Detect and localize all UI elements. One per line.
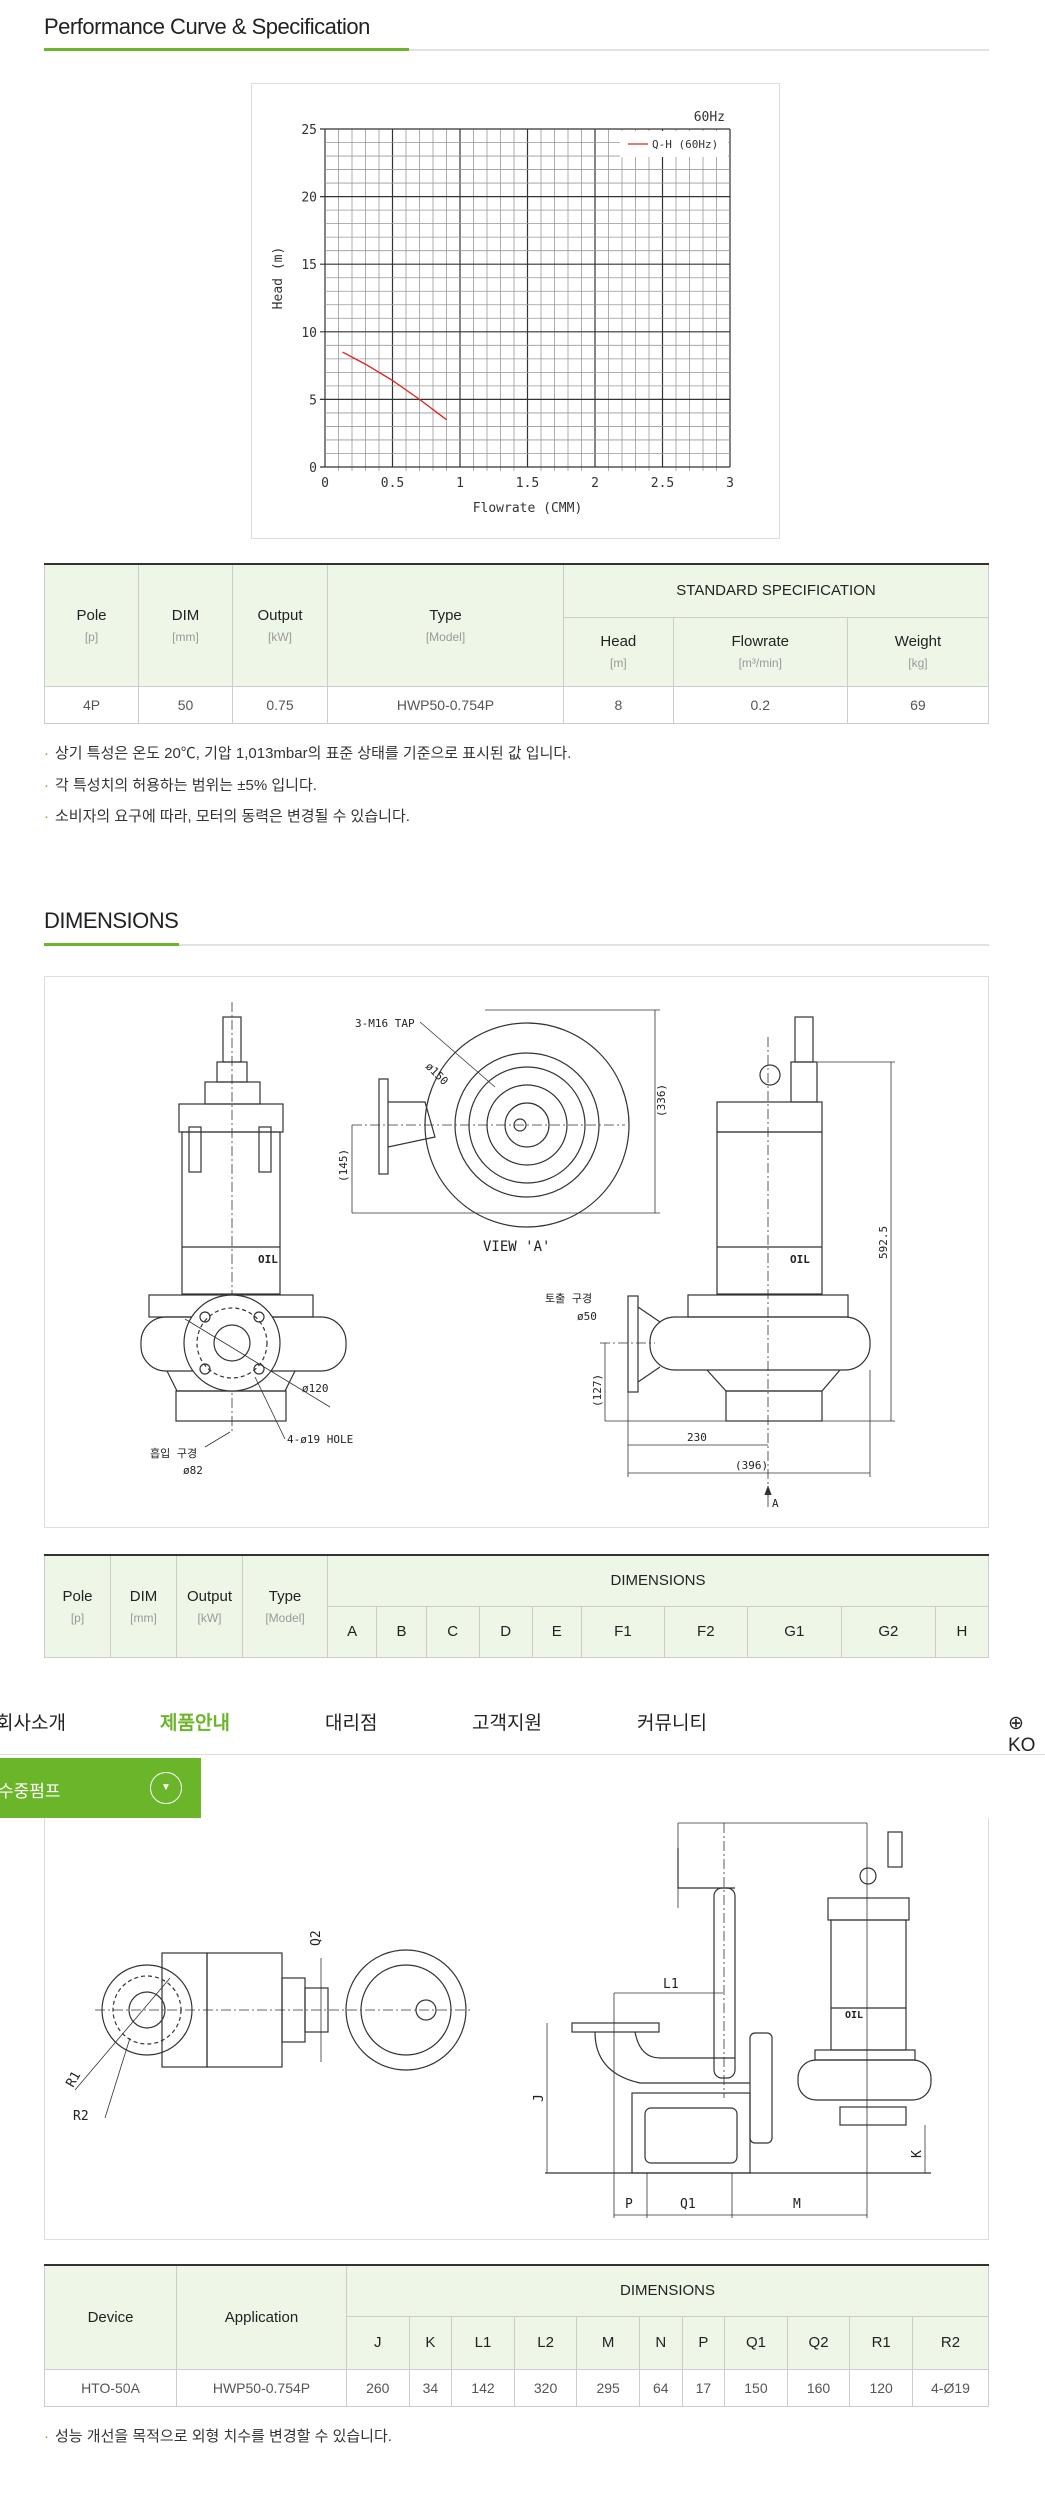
svg-text:ø82: ø82 (183, 1464, 203, 1477)
chevron-down-icon[interactable]: ▼ (150, 1772, 182, 1804)
svg-text:R1: R1 (63, 2069, 84, 2090)
svg-text:(127): (127) (591, 1374, 604, 1407)
col-output: Output[kW] (232, 564, 328, 687)
y-tick-label: 15 (301, 258, 317, 273)
x-tick-label: 0.5 (381, 476, 404, 491)
x-tick-label: 1.5 (516, 476, 539, 491)
col-weight: Weight[kg] (846, 617, 990, 687)
globe-icon: ⊕ (1008, 1713, 1024, 1734)
col-head: Head[m] (563, 617, 674, 687)
front-view (140, 1002, 347, 1448)
col-type: Type[Model] (327, 564, 564, 687)
svg-text:P: P (625, 2197, 633, 2212)
svg-text:4-ø19 HOLE: 4-ø19 HOLE (287, 1433, 353, 1446)
language-selector[interactable]: ⊕ KO (1008, 1713, 1036, 1756)
x-tick-label: 3 (726, 476, 734, 491)
y-tick-label: 5 (309, 393, 317, 408)
section-title-dimensions: DIMENSIONS (44, 908, 179, 933)
svg-text:Q1: Q1 (680, 2197, 696, 2212)
svg-text:R2: R2 (73, 2109, 89, 2124)
nav-item-support[interactable]: 고객지원 (472, 1713, 542, 1734)
svg-text:230: 230 (687, 1431, 707, 1444)
col-dim: DIM[mm] (110, 1555, 177, 1658)
side-view (600, 1016, 895, 1507)
x-tick-label: 0 (321, 476, 329, 491)
installation-drawing-svg: Q2 R1 R2 OIL L1 J K P Q1 M (63, 1822, 932, 2218)
nav-item-dealers[interactable]: 대리점 (325, 1713, 378, 1734)
pump-drawing-svg: OIL ø120 4-ø19 HOLE 흡입 구경 ø82 3-M16 TAP … (140, 1002, 895, 1510)
col-pole: Pole[p] (44, 564, 139, 687)
col-output: Output[kW] (176, 1555, 243, 1658)
svg-text:(336): (336) (655, 1084, 668, 1117)
y-axis-label: Head (m) (271, 247, 286, 310)
legend-label: Q-H (60Hz) (652, 138, 718, 151)
col-flowrate: Flowrate[m³/min] (672, 617, 848, 687)
spec-table: Pole[p] DIM[mm] Output[kW] Type[Model] S… (44, 563, 990, 724)
x-tick-label: 1 (456, 476, 464, 491)
chart-title: 60Hz (694, 110, 725, 125)
svg-text:OIL: OIL (845, 2010, 863, 2021)
y-tick-label: 20 (301, 191, 317, 206)
main-nav: 회사소개 제품안내 대리점 고객지원 커뮤니티 ⊕ KO (0, 1690, 1045, 1756)
y-tick-label: 25 (301, 123, 317, 138)
installation-drawing: Q2 R1 R2 OIL L1 J K P Q1 M (44, 1818, 989, 2240)
note: 상기 특성은 온도 20℃, 기압 1,013mbar의 표준 상태를 기준으로… (44, 742, 571, 763)
nav-item-company[interactable]: 회사소개 (0, 1713, 66, 1734)
col-type: Type[Model] (242, 1555, 328, 1658)
svg-text:ø50: ø50 (577, 1310, 597, 1323)
section-divider (44, 943, 989, 946)
y-tick-label: 10 (301, 326, 317, 341)
note: 소비자의 요구에 따라, 모터의 동력은 변경될 수 있습니다. (44, 805, 410, 826)
svg-text:OIL: OIL (258, 1253, 278, 1266)
nav-item-community[interactable]: 커뮤니티 (637, 1713, 707, 1734)
x-axis-label: Flowrate (CMM) (473, 501, 583, 516)
top-view (74, 1949, 470, 2119)
col-application: Application (176, 2265, 347, 2370)
svg-text:흡입 구경: 흡입 구경 (150, 1446, 197, 1460)
col-pole: Pole[p] (44, 1555, 111, 1658)
svg-text:VIEW 'A': VIEW 'A' (483, 1239, 550, 1255)
x-tick-label: 2 (591, 476, 599, 491)
svg-text:OIL: OIL (790, 1253, 810, 1266)
svg-text:592.5: 592.5 (877, 1226, 890, 1259)
category-label: 수중펌프 (0, 1782, 61, 1801)
dimension-drawing: OIL ø120 4-ø19 HOLE 흡입 구경 ø82 3-M16 TAP … (44, 976, 989, 1528)
group-standard-spec: STANDARD SPECIFICATION (563, 564, 989, 618)
col-dim: DIM[mm] (138, 564, 233, 687)
category-dropdown[interactable]: 수중펌프 ▼ (0, 1758, 201, 1818)
svg-text:Q2: Q2 (309, 1930, 324, 1946)
y-tick-label: 0 (309, 461, 317, 476)
side-installation-view (545, 1822, 932, 2218)
group-dimensions: DIMENSIONS (327, 1555, 989, 1607)
svg-text:L1: L1 (663, 1977, 679, 1992)
svg-text:(145): (145) (337, 1149, 350, 1182)
svg-text:J: J (532, 2094, 547, 2102)
x-tick-label: 2.5 (651, 476, 674, 491)
svg-text:ø120: ø120 (302, 1382, 329, 1395)
dimensions-table: Pole[p] DIM[mm] Output[kW] Type[Model] D… (44, 1554, 990, 1658)
note: 각 특성치의 허용하는 범위는 ±5% 입니다. (44, 774, 317, 795)
svg-text:토출 구경: 토출 구경 (545, 1292, 592, 1305)
col-device: Device (44, 2265, 177, 2370)
svg-text:(396): (396) (735, 1459, 768, 1472)
svg-text:ø150: ø150 (423, 1060, 451, 1088)
svg-text:M: M (793, 2197, 801, 2212)
footer-note: 성능 개선을 목적으로 외형 치수를 변경할 수 있습니다. (44, 2425, 392, 2446)
view-a (351, 1009, 660, 1228)
svg-text:3-M16 TAP: 3-M16 TAP (355, 1017, 415, 1030)
section-divider (44, 48, 989, 51)
section-title-performance: Performance Curve & Specification (44, 14, 370, 39)
svg-text:K: K (910, 2150, 925, 2158)
svg-text:A: A (772, 1497, 779, 1510)
nav-item-products[interactable]: 제품안내 (160, 1713, 230, 1734)
group-dimensions: DIMENSIONS (346, 2265, 989, 2317)
